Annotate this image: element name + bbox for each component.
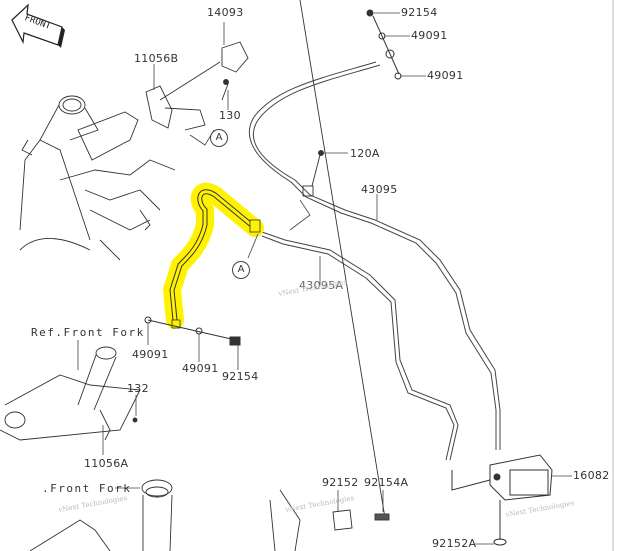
brake-line-43095 xyxy=(248,61,501,450)
leader-lines xyxy=(77,12,572,545)
front-arrow-icon: FRONT xyxy=(11,3,65,48)
part-label-49091-mid[interactable]: 49091 xyxy=(182,362,219,375)
ref-front-fork-top: Ref.Front Fork xyxy=(31,326,145,339)
part-label-130[interactable]: 130 xyxy=(219,109,241,122)
part-label-43095[interactable]: 43095 xyxy=(361,183,398,196)
part-label-43095A[interactable]: 43095A xyxy=(299,279,344,292)
bracket-assembly xyxy=(145,41,249,131)
part-label-92154A[interactable]: 92154A xyxy=(364,476,409,489)
part-label-120A[interactable]: 120A xyxy=(350,147,380,160)
front-fork-upper xyxy=(0,346,141,441)
joint-120A xyxy=(302,150,324,197)
part-label-132[interactable]: 132 xyxy=(127,382,149,395)
part-label-92152A[interactable]: 92152A xyxy=(432,537,477,550)
part-label-92152[interactable]: 92152 xyxy=(322,476,359,489)
ref-front-fork-bottom: .Front Fork xyxy=(42,482,132,495)
front-fork-lower xyxy=(29,479,173,551)
caliper-bracket xyxy=(269,0,390,551)
brake-line-43095A xyxy=(261,231,459,461)
top-banjo-fasteners xyxy=(366,9,402,80)
frame-drawing xyxy=(19,95,176,261)
part-label-92154-mid[interactable]: 92154 xyxy=(222,370,259,383)
part-label-49091-left[interactable]: 49091 xyxy=(132,348,169,361)
part-label-14093[interactable]: 14093 xyxy=(207,6,244,19)
highlighted-front-brake-hose xyxy=(163,182,264,329)
part-label-49091-top-2[interactable]: 49091 xyxy=(427,69,464,82)
right-border xyxy=(612,0,614,551)
lower-banjo-fasteners xyxy=(144,316,241,346)
callout-a-bottom: A xyxy=(232,261,250,279)
part-label-11056B[interactable]: 11056B xyxy=(134,52,179,65)
part-label-49091-top-1[interactable]: 49091 xyxy=(411,29,448,42)
part-label-11056A[interactable]: 11056A xyxy=(84,457,129,470)
part-label-92154-top[interactable]: 92154 xyxy=(401,6,438,19)
abs-unit xyxy=(451,454,553,546)
part-label-16082[interactable]: 16082 xyxy=(573,469,610,482)
callout-a-top: A xyxy=(210,129,228,147)
